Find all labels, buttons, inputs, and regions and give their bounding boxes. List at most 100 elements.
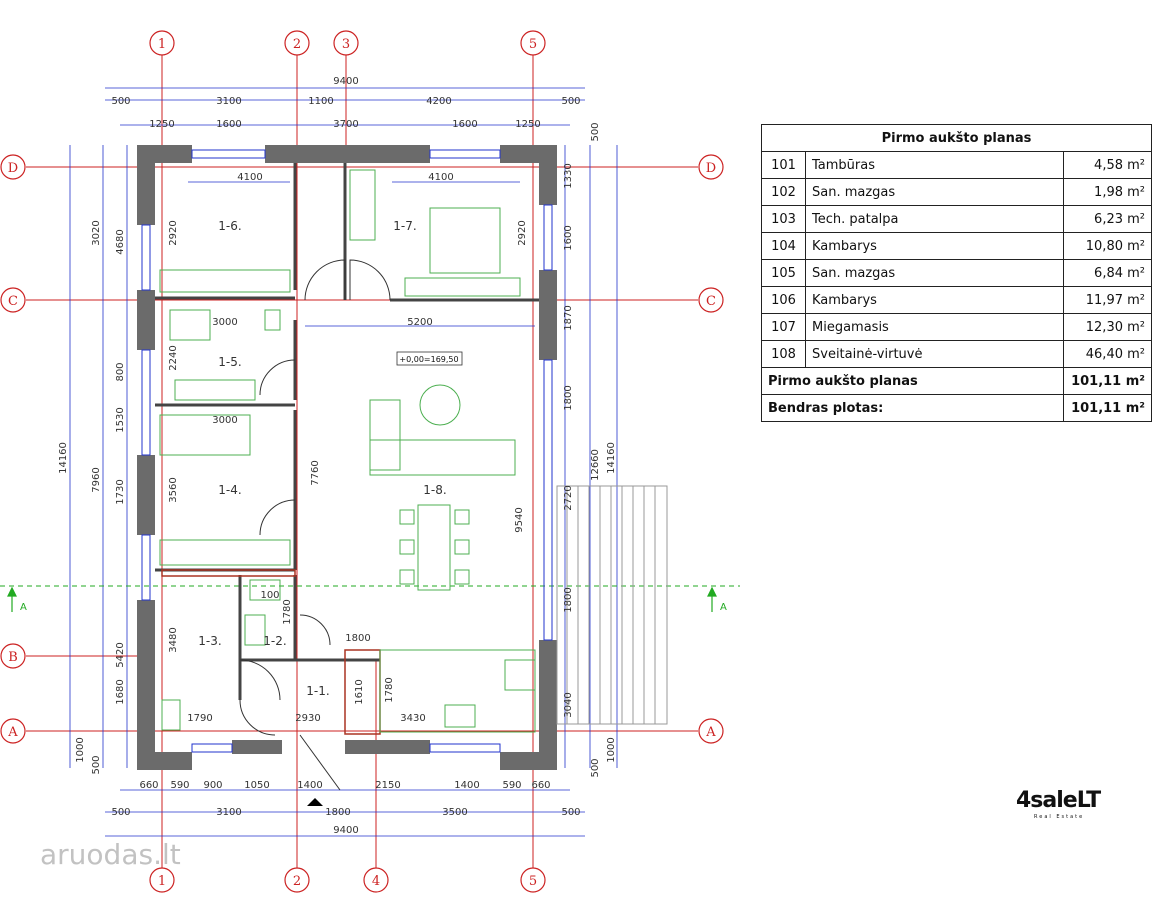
axis-left-c-bubble [0, 287, 26, 313]
dim-top-r1-0: 500 [111, 96, 130, 107]
dim-int-1: 4100 [428, 172, 453, 183]
dim-left-o-3: 5420 [115, 642, 126, 667]
dim-bot-r1-5: 2150 [375, 780, 400, 791]
dim-int-0: 4100 [237, 172, 262, 183]
dim-right-i-2: 1600 [563, 225, 574, 250]
dim-int-13: 1780 [384, 677, 395, 702]
dim-right-i-1: 1330 [563, 163, 574, 188]
table-row: 108 Sveitainė-virtuvė 46,40 m² [761, 340, 1152, 368]
axis-left-d: D [8, 161, 18, 176]
room-number: 103 [761, 205, 806, 233]
axis-top-5-bubble [520, 30, 546, 56]
axis-top-3: 3 [342, 37, 350, 52]
room-area: 4,58 m² [1063, 151, 1152, 179]
dim-left-o-2: 7960 [91, 467, 102, 492]
dim-top-total: 9400 [333, 76, 358, 87]
axis-bottom-1: 1 [158, 874, 166, 889]
dim-left-i-2: 800 [115, 362, 126, 381]
dim-int-14: 1610 [354, 679, 365, 704]
room-name: Kambarys [805, 286, 1064, 314]
room-name: San. mazgas [805, 259, 1064, 287]
dim-bot-r1-8: 660 [531, 780, 550, 791]
axis-left-b: B [8, 650, 18, 665]
dim-int-7: 2930 [295, 713, 320, 724]
dim-top-r1-1: 3100 [216, 96, 241, 107]
dim-left-i-6: 3480 [168, 627, 179, 652]
room-name: Tech. patalpa [805, 205, 1064, 233]
table-row: 101 Tambūras 4,58 m² [761, 151, 1152, 179]
axis-right-d: D [706, 161, 716, 176]
axis-bottom-4: 4 [372, 874, 380, 889]
room-number: 102 [761, 178, 806, 206]
axis-right-d-bubble [698, 154, 724, 180]
room-number: 108 [761, 340, 806, 368]
room-area: 46,40 m² [1063, 340, 1152, 368]
dim-left-i-1: 2240 [168, 345, 179, 370]
room-1-4-label: 1-4. [218, 483, 241, 497]
dim-top-r1-2: 1100 [308, 96, 333, 107]
axis-bottom-2-bubble [284, 867, 310, 893]
room-1-3-label: 1-3. [198, 634, 221, 648]
dim-bot-r2-0: 500 [111, 807, 130, 818]
total-overall-value: 101,11 m² [1063, 394, 1152, 422]
room-area: 11,97 m² [1063, 286, 1152, 314]
room-name: Tambūras [805, 151, 1064, 179]
axis-top-2-bubble [284, 30, 310, 56]
dim-left-i-0: 2920 [168, 220, 179, 245]
dim-bot-r2-3: 3500 [442, 807, 467, 818]
dim-int-6: 1790 [187, 713, 212, 724]
dim-int-11: 9540 [514, 507, 525, 532]
dim-left-i-4: 3560 [168, 477, 179, 502]
dim-top-r1-3: 4200 [426, 96, 451, 107]
area-table-title: Pirmo aukšto planas [761, 124, 1152, 152]
room-1-1-label: 1-1. [306, 684, 329, 698]
axis-left-c: C [8, 294, 18, 309]
table-row: 103 Tech. patalpa 6,23 m² [761, 205, 1152, 233]
axis-left-d-bubble [0, 154, 26, 180]
room-1-7-label: 1-7. [393, 219, 416, 233]
room-area: 1,98 m² [1063, 178, 1152, 206]
room-area: 12,30 m² [1063, 313, 1152, 341]
room-name: Kambarys [805, 232, 1064, 260]
dim-int-4: 3000 [212, 415, 237, 426]
room-name: Miegamasis [805, 313, 1064, 341]
dim-left-o-0: 3020 [91, 220, 102, 245]
room-1-6-label: 1-6. [218, 219, 241, 233]
dim-int-15: 100 [260, 590, 279, 601]
dim-right-i-5: 2720 [563, 485, 574, 510]
room-1-5-label: 1-5. [218, 355, 241, 369]
brand-logo-subtitle: Real Estate [1034, 814, 1085, 820]
dim-bot-r2-4: 500 [561, 807, 580, 818]
total-row-floor: Pirmo aukšto planas 101,11 m² [761, 367, 1152, 395]
dim-int-12: 1780 [282, 599, 293, 624]
dim-int-8: 3430 [400, 713, 425, 724]
dim-int-9: 2920 [517, 220, 528, 245]
dim-right-o-1: 1000 [606, 737, 617, 762]
total-overall-label: Bendras plotas: [761, 394, 1064, 422]
total-floor-label: Pirmo aukšto planas [761, 367, 1064, 395]
dim-bot-r1-2: 900 [203, 780, 222, 791]
axis-top-1-bubble [149, 30, 175, 56]
dim-top-r2-3: 1600 [452, 119, 477, 130]
axis-bottom-5: 5 [529, 874, 537, 889]
dim-top-r2-2: 3700 [333, 119, 358, 130]
table-row: 106 Kambarys 11,97 m² [761, 286, 1152, 314]
dim-top-r2-0: 1250 [149, 119, 174, 130]
axis-bottom-2: 2 [293, 874, 301, 889]
dim-int-2: 3000 [212, 317, 237, 328]
dim-right-o-0: 12660 [590, 449, 601, 481]
axis-bottom-5-bubble [520, 867, 546, 893]
dim-left-i-5: 1730 [115, 479, 126, 504]
dim-left-o-4: 1000 [75, 737, 86, 762]
dim-left-i-3: 1530 [115, 407, 126, 432]
axis-right-c-bubble [698, 287, 724, 313]
room-number: 101 [761, 151, 806, 179]
dim-bot-r2-1: 3100 [216, 807, 241, 818]
table-row: 102 San. mazgas 1,98 m² [761, 178, 1152, 206]
axis-right-a: A [705, 725, 716, 740]
dim-right-i-8: 500 [590, 758, 601, 777]
axis-left-b-bubble [0, 643, 26, 669]
axis-bottom-1-bubble [149, 867, 175, 893]
axis-bottom-4-bubble [363, 867, 389, 893]
axis-right-c: C [706, 294, 716, 309]
